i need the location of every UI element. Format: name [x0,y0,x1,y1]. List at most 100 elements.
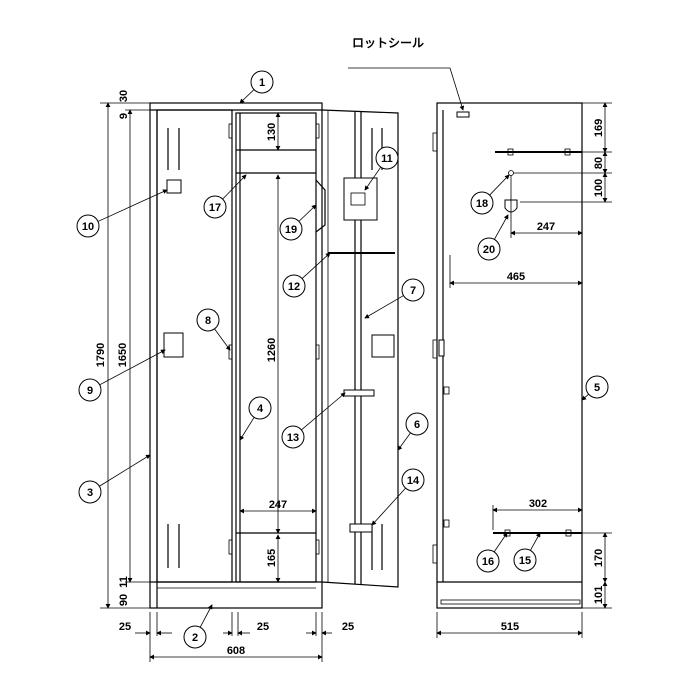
callout-circle [196,308,220,332]
callout-circle [282,274,306,298]
callout-6: 6 [397,412,429,451]
callout-11: 11 [364,146,399,191]
callout-leader [199,604,213,628]
lock-dial [163,332,184,358]
callout-circle [183,625,207,649]
dim-shelf-depth: 465 [507,271,525,283]
callout-circle [401,278,425,302]
callout-10: 10 [76,189,168,238]
dim-side-top: 169 [593,119,605,137]
callout-circle [78,378,102,402]
callout-number: 2 [192,632,198,644]
callout-19: 19 [279,204,317,241]
dim-inner-width: 247 [269,499,287,511]
callout-13: 13 [281,392,346,449]
callout-14: 14 [371,468,425,526]
umbrella-tray [349,523,373,533]
callout-number: 18 [476,198,488,210]
callout-circle [401,468,425,492]
callout-circle [513,548,537,572]
callout-circle [78,480,102,504]
callout-number: 9 [87,385,93,397]
callout-leader [239,417,255,441]
dim-side-101: 101 [593,586,605,604]
callout-4: 4 [239,396,272,441]
dim-side-80: 80 [593,157,605,169]
callout-leader [222,174,247,200]
callout-8: 8 [196,308,231,351]
dim-hanger-height: 1260 [266,338,278,362]
dim-side-left: 25 [119,621,131,633]
callout-circle [281,425,305,449]
callout-leader [529,532,541,551]
dim-body-height: 1650 [117,343,129,367]
callout-circle [585,375,609,399]
callout-leader [99,349,166,386]
callout-number: 10 [82,221,94,233]
callout-number: 3 [87,487,93,499]
callout-leader [364,166,382,191]
callout-leader [301,252,331,279]
callout-7: 7 [364,278,425,319]
callout-number: 15 [519,555,531,567]
callout-leader [489,174,510,196]
dim-bottom-11: 11 [118,576,130,588]
dimensions: 1790 1650 30 9 90 11 130 1260 247 165 25… [95,90,612,662]
dim-bottom-shelf-depth: 302 [529,498,547,510]
callout-12: 12 [282,252,331,298]
lot-seal-label: ロットシール [352,36,424,50]
dim-top-30: 30 [118,90,130,102]
callout-5: 5 [581,375,609,401]
callout-number: 16 [482,556,494,568]
callout-leader [214,328,231,351]
lock-body [371,334,395,358]
callout-number: 5 [594,382,600,394]
callout-leader [581,393,589,401]
name-plate [166,179,182,194]
dim-total-height: 1790 [95,343,107,367]
callout-circle [477,237,501,261]
dim-bottom-90: 90 [118,594,130,606]
callout-leader [371,487,406,526]
callout-leader [494,214,509,240]
callout-number: 11 [381,153,393,165]
callout-3: 3 [78,454,151,504]
callout-2: 2 [183,604,213,649]
dim-center: 25 [257,621,269,633]
callout-leader [239,89,255,104]
callout-leader [298,204,317,222]
callout-leader [97,189,168,222]
callout-circle [203,195,227,219]
callout-9: 9 [78,349,166,402]
callout-leader [301,392,346,431]
dim-depth: 515 [501,621,519,633]
callout-17: 17 [203,174,247,219]
dim-side-right: 25 [342,621,354,633]
side-view [432,102,583,609]
dim-top-9: 9 [118,113,130,119]
callout-circle [470,191,494,215]
callout-circle [248,396,272,420]
callout-circle [250,70,274,94]
callout-leader [364,295,404,319]
callout-number: 13 [287,432,299,444]
callout-15: 15 [513,532,541,572]
callout-circle [476,549,500,573]
callout-circle [279,217,303,241]
callout-leader [99,454,151,487]
callout-number: 6 [414,419,420,431]
callout-number: 1 [259,77,265,89]
callout-20: 20 [477,214,509,261]
dim-hook-depth: 247 [537,221,555,233]
dim-bottom-shelf: 165 [266,549,278,567]
callout-number: 20 [483,244,495,256]
callout-circle [375,146,399,170]
callout-leader [493,532,508,553]
callout-leader [397,432,411,451]
umbrella-band [343,389,375,397]
callout-number: 4 [257,403,264,415]
callout-number: 7 [410,285,416,297]
callout-number: 14 [407,475,420,487]
